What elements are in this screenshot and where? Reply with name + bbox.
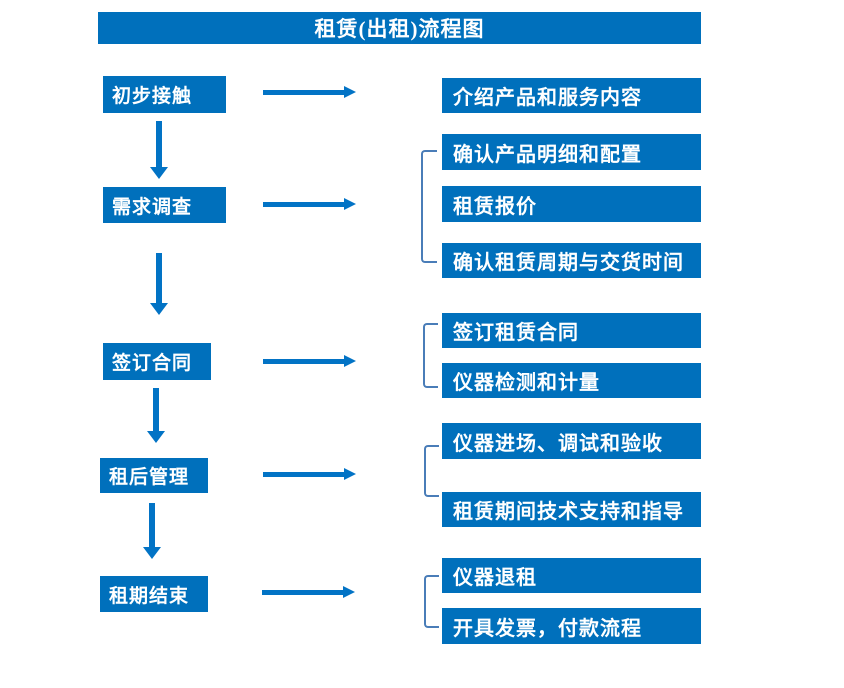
group-bracket: [421, 150, 437, 263]
detail-box-introduce-products: 介绍产品和服务内容: [442, 78, 701, 113]
down-arrow-icon: [150, 121, 168, 179]
detail-box-instrument-setup: 仪器进场、调试和验收: [442, 423, 701, 459]
stage-box-sign-contract: 签订合同: [103, 343, 211, 380]
detail-box-instrument-return: 仪器退租: [442, 558, 701, 593]
stage-box-rental-end: 租期结束: [100, 576, 208, 612]
right-arrow-icon: [263, 86, 356, 99]
detail-box-confirm-period-delivery: 确认租赁周期与交货时间: [442, 243, 701, 278]
detail-box-invoice-payment: 开具发票，付款流程: [442, 608, 701, 644]
group-bracket: [423, 323, 438, 388]
detail-box-confirm-product-details: 确认产品明细和配置: [442, 134, 701, 170]
stage-box-initial-contact: 初步接触: [103, 76, 226, 113]
detail-box-rental-quote: 租赁报价: [442, 186, 701, 222]
detail-box-sign-rental-contract: 签订租赁合同: [442, 313, 701, 348]
right-arrow-icon: [263, 198, 356, 211]
detail-box-instrument-testing: 仪器检测和计量: [442, 363, 701, 398]
down-arrow-icon: [150, 253, 168, 315]
group-bracket: [424, 575, 439, 628]
right-arrow-icon: [263, 468, 356, 481]
stage-box-post-rental-management: 租后管理: [100, 458, 208, 493]
group-bracket: [424, 445, 439, 497]
stage-box-demand-survey: 需求调查: [103, 187, 226, 223]
flowchart-title: 租赁(出租)流程图: [98, 12, 701, 44]
right-arrow-icon: [263, 355, 356, 368]
down-arrow-icon: [147, 388, 165, 443]
detail-box-tech-support: 租赁期间技术支持和指导: [442, 492, 701, 527]
down-arrow-icon: [143, 503, 161, 559]
right-arrow-icon: [262, 586, 355, 599]
